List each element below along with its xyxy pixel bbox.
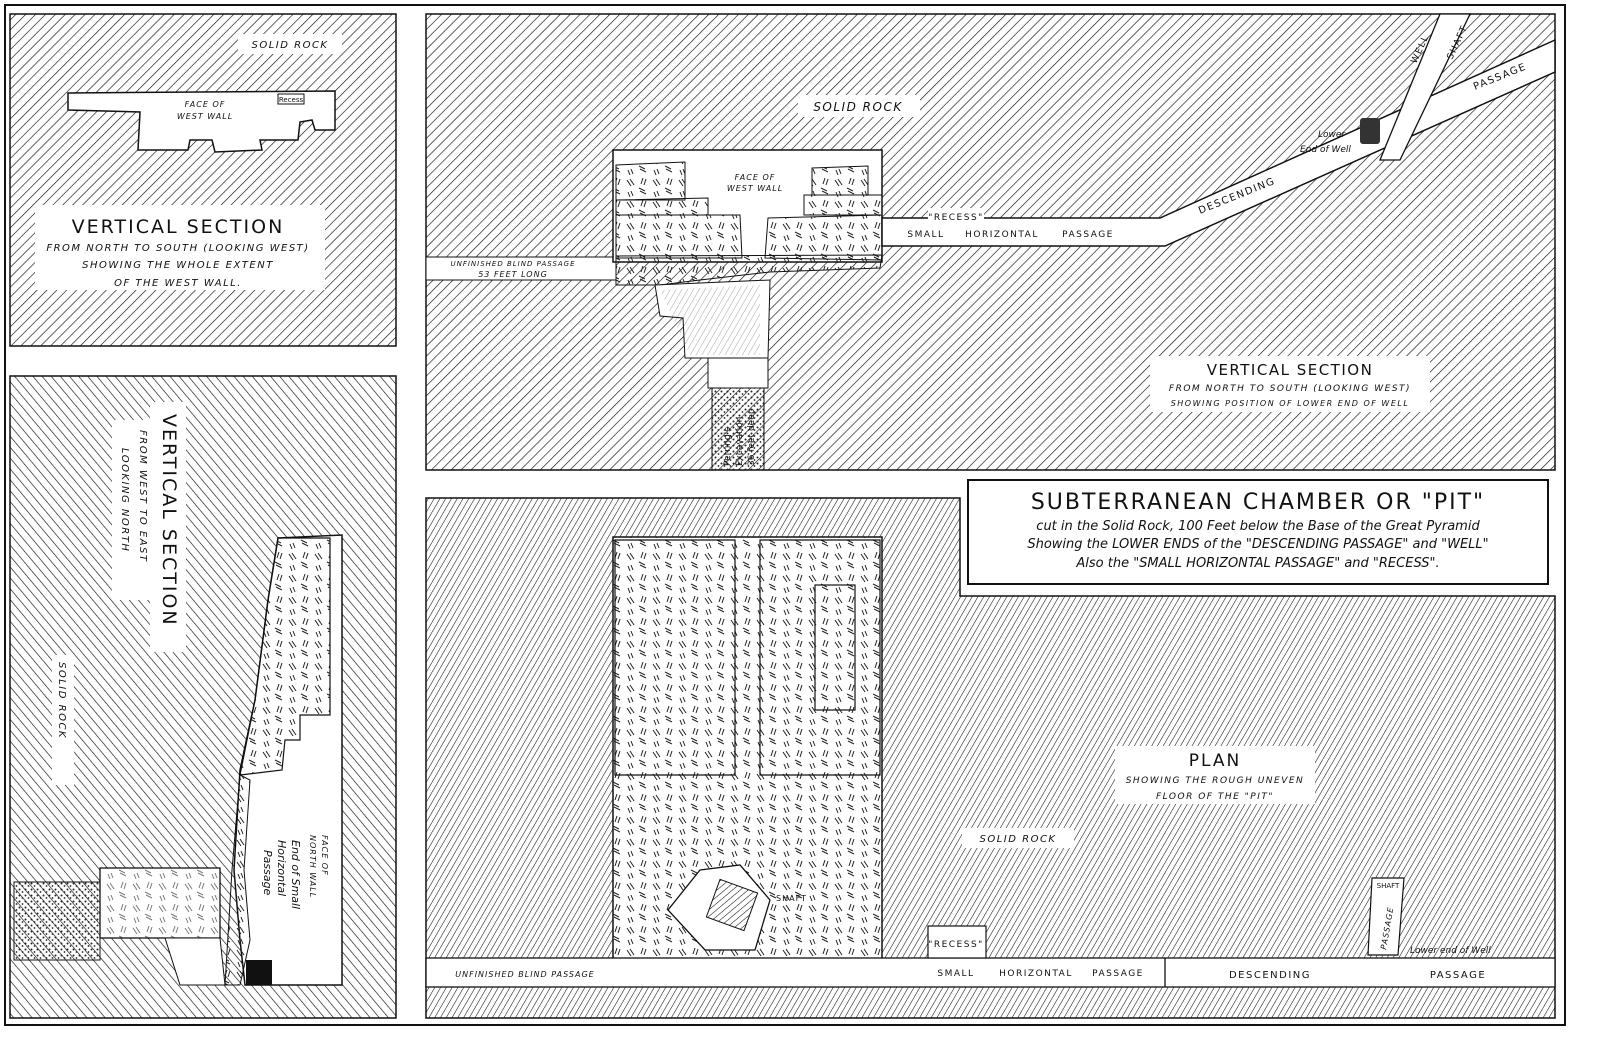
- plan-subtitle-2: FLOOR OF THE "PIT": [1156, 792, 1274, 802]
- title-line-3: Also the "SMALL HORIZONTAL PASSAGE" and …: [1075, 556, 1439, 571]
- small-label: SMALL: [937, 969, 974, 979]
- face-label-1: FACE OF: [185, 100, 226, 109]
- lower-end-label-1: Lower: [1318, 130, 1346, 140]
- solid-rock-label: SOLID ROCK: [252, 40, 329, 51]
- recess-label: "RECESS": [928, 213, 984, 223]
- horizontal-label: HORIZONTAL: [965, 230, 1039, 240]
- stippled-excavation: [13, 881, 101, 961]
- face-label-1: FACE OF: [735, 173, 776, 182]
- blind-passage-label-1: UNFINISHED BLIND PASSAGE: [450, 260, 575, 268]
- section-subtitle-2: SHOWING THE WHOLE EXTENT: [82, 260, 274, 271]
- lower-end-label: Lower end of Well: [1410, 946, 1491, 956]
- shaft-label: SHAFT: [776, 894, 807, 903]
- well-shaft-plan: [1367, 877, 1405, 956]
- plan-subtitle-1: SHOWING THE ROUGH UNEVEN: [1126, 776, 1305, 786]
- passage-label-2: PASSAGE: [1430, 970, 1486, 981]
- perring-label-3: 36 feet deep: [747, 408, 757, 466]
- well-shaft: [1379, 13, 1472, 161]
- section-subtitle-1: FROM NORTH TO SOUTH (LOOKING WEST): [1169, 384, 1411, 394]
- solid-rock-label: SOLID ROCK: [980, 834, 1057, 845]
- panel-vertical-section: Perring's Excavation 36 feet deep SOLID …: [425, 13, 1556, 471]
- face-label-1: FACE OF: [320, 835, 329, 876]
- title-line-1: cut in the Solid Rock, 100 Feet below th…: [1036, 519, 1480, 534]
- section-title: VERTICAL SECTION: [72, 216, 285, 238]
- end-label-1: End of Small: [289, 840, 302, 909]
- section-title: VERTICAL SECTION: [158, 414, 180, 627]
- blind-passage-label-2: 53 FEET LONG: [478, 270, 548, 279]
- perring-excavation: [711, 387, 765, 471]
- west-wall-face-shape: [67, 90, 336, 153]
- title-line-2: Showing the LOWER ENDS of the "DESCENDIN…: [1027, 537, 1488, 552]
- rock-wall-blocks: [239, 537, 331, 776]
- recess-label: "RECESS": [928, 940, 984, 950]
- passage-label: PASSAGE: [1092, 969, 1144, 979]
- plan-title: PLAN: [1189, 751, 1241, 771]
- horizontal-label: HORIZONTAL: [999, 969, 1073, 979]
- section-title: VERTICAL SECTION: [1207, 361, 1374, 379]
- blind-passage-label: UNFINISHED BLIND PASSAGE: [455, 970, 594, 979]
- panel-plan: SHAFT SHAFT PASSAGE Lower end of Well UN…: [425, 497, 1556, 1019]
- main-title: SUBTERRANEAN CHAMBER OR "PIT": [1031, 490, 1485, 515]
- outer-border: [4, 4, 1566, 1026]
- end-label-3: Passage: [261, 850, 274, 896]
- well-shaft-label: SHAFT: [1377, 882, 1400, 890]
- perring-label-1: Perring's: [723, 427, 733, 466]
- panel-west-east-section: VERTICAL SECTION FROM WEST TO EAST LOOKI…: [9, 375, 397, 1019]
- recess-label: Recess: [279, 96, 304, 104]
- lower-end-label-2: End of Well: [1300, 145, 1351, 155]
- descending-label: DESCENDING: [1229, 970, 1311, 981]
- section-subtitle-2: LOOKING NORTH: [119, 448, 130, 552]
- panel-west-wall-section: SOLID ROCK Recess FACE OF WEST WALL VERT…: [9, 13, 397, 347]
- section-subtitle-1: FROM NORTH TO SOUTH (LOOKING WEST): [46, 243, 309, 254]
- perring-label-2: Excavation: [735, 417, 745, 466]
- end-label-2: Horizontal: [275, 840, 288, 896]
- passage-label: PASSAGE: [1062, 230, 1114, 240]
- face-label-2: WEST WALL: [177, 112, 233, 121]
- passage-end-marker: [246, 960, 272, 985]
- face-label-2: WEST WALL: [727, 184, 783, 193]
- small-label: SMALL: [907, 230, 944, 240]
- solid-rock-label: SOLID ROCK: [813, 100, 902, 114]
- title-box: SUBTERRANEAN CHAMBER OR "PIT" cut in the…: [967, 479, 1549, 585]
- solid-rock-label: SOLID ROCK: [56, 662, 67, 739]
- section-subtitle-2: SHOWING POSITION OF LOWER END OF WELL: [1171, 399, 1410, 408]
- face-label-2: NORTH WALL: [308, 835, 317, 898]
- section-subtitle-1: FROM WEST TO EAST: [137, 430, 148, 563]
- section-subtitle-3: OF THE WEST WALL.: [114, 278, 242, 289]
